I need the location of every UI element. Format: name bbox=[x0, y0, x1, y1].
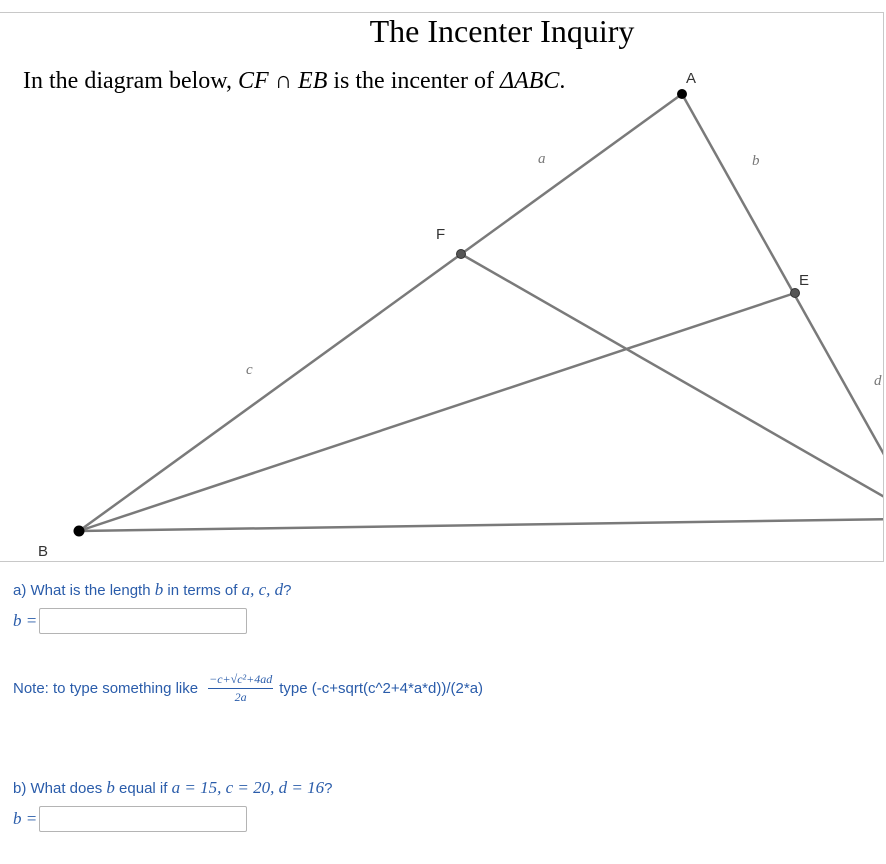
question-b-middle: equal if bbox=[114, 780, 172, 797]
note-prefix: Note: to type something like bbox=[13, 680, 199, 697]
question-b-var: b bbox=[106, 778, 115, 797]
question-b-suffix: ? bbox=[324, 780, 333, 797]
question-b: b) What does b equal if a = 15, c = 20, … bbox=[13, 778, 332, 798]
answer-a-label: b = bbox=[13, 611, 38, 630]
label-segment-c: c bbox=[246, 362, 253, 378]
question-b-condition: a = 15, c = 20, d = 16 bbox=[171, 778, 325, 797]
segment-be bbox=[78, 291, 796, 533]
statement-suffix: . bbox=[559, 68, 566, 94]
problem-statement: In the diagram below, CF ∩ EB is the inc… bbox=[23, 68, 565, 95]
answer-a-input[interactable] bbox=[39, 608, 247, 634]
statement-triangle: ΔABC bbox=[499, 68, 560, 94]
segment-ac bbox=[680, 93, 883, 456]
point-f[interactable] bbox=[456, 249, 466, 259]
label-a: A bbox=[686, 70, 696, 87]
triangle-diagram[interactable]: A B F E a b c d bbox=[0, 13, 884, 562]
question-a-middle: in terms of bbox=[163, 582, 242, 599]
applet-title: The Incenter Inquiry bbox=[369, 13, 635, 49]
segment-bc bbox=[78, 517, 883, 533]
question-a-prefix: a) What is the length bbox=[13, 582, 155, 599]
note: Note: to type something like −c+√c²+4ad … bbox=[13, 672, 483, 705]
segment-fc bbox=[460, 252, 883, 498]
question-a: a) What is the length b in terms of a, c… bbox=[13, 580, 292, 600]
point-a[interactable] bbox=[677, 89, 687, 99]
answer-b-label: b = bbox=[13, 809, 38, 828]
statement-expr: CF ∩ EB bbox=[238, 68, 328, 94]
statement-prefix: In the diagram below, bbox=[23, 68, 239, 94]
fraction-numerator: −c+√c²+4ad bbox=[208, 672, 274, 689]
answer-b-input[interactable] bbox=[39, 806, 247, 832]
answer-a-row: b = bbox=[13, 608, 247, 634]
label-segment-a: a bbox=[538, 151, 546, 167]
question-a-suffix: ? bbox=[283, 582, 292, 599]
label-b: B bbox=[38, 543, 48, 560]
statement-middle: is the incenter of bbox=[327, 68, 500, 94]
label-f: F bbox=[436, 226, 445, 243]
label-e: E bbox=[799, 272, 809, 289]
question-b-prefix: b) What does bbox=[13, 780, 107, 797]
point-e[interactable] bbox=[790, 288, 800, 298]
answer-b-row: b = bbox=[13, 806, 247, 832]
point-b[interactable] bbox=[73, 525, 85, 537]
example-fraction: −c+√c²+4ad 2a bbox=[208, 672, 274, 705]
note-suffix: type (-c+sqrt(c^2+4*a*d))/(2*a) bbox=[279, 680, 484, 697]
question-a-vars: a, c, d bbox=[241, 580, 284, 599]
label-segment-d: d bbox=[874, 373, 882, 389]
question-a-var: b bbox=[154, 580, 164, 599]
geometry-applet[interactable]: The Incenter Inquiry In the diagram belo… bbox=[0, 12, 884, 562]
label-segment-b: b bbox=[752, 153, 760, 169]
fraction-denominator: 2a bbox=[234, 690, 247, 704]
segment-ab bbox=[78, 92, 683, 533]
